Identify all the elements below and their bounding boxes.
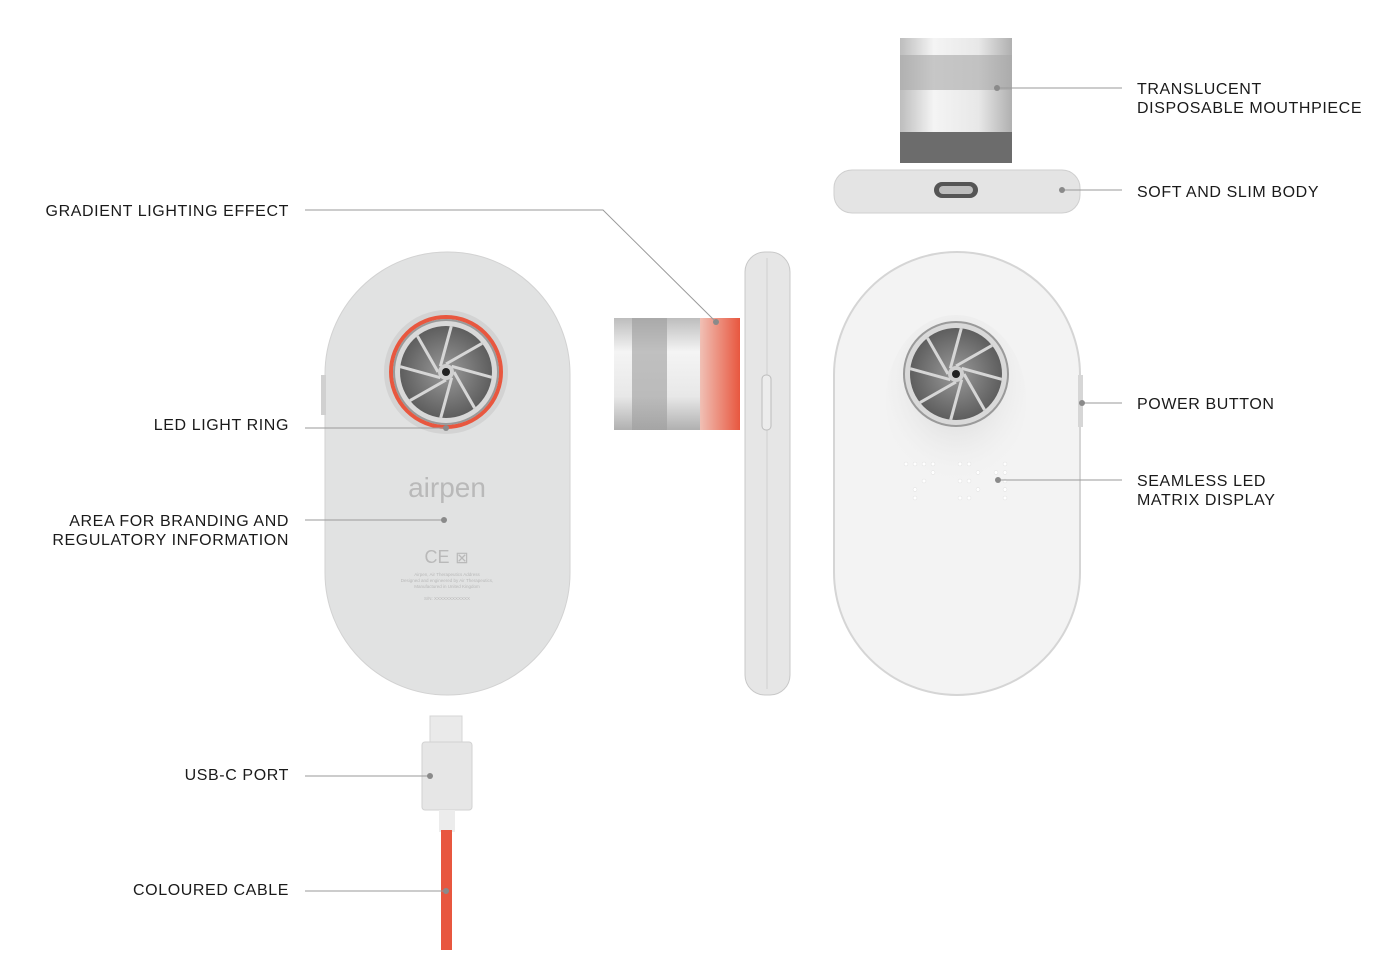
label-led-matrix-line2: MATRIX DISPLAY (1137, 492, 1276, 509)
led-dot (1002, 470, 1008, 475)
led-dot (966, 495, 972, 501)
fan-blade (961, 366, 1003, 381)
led-dot (912, 461, 918, 467)
led-dot (966, 478, 972, 484)
fan-blade (919, 380, 957, 404)
label-mouthpiece-line2: DISPOSABLE MOUTHPIECE (1137, 100, 1362, 117)
fan-icon (903, 321, 1009, 427)
led-dot (1002, 495, 1008, 501)
fan-icon (393, 319, 499, 425)
top-view-device (833, 38, 1081, 214)
gradient-lighting (700, 318, 740, 430)
label-usb-port: USB-C PORT (185, 767, 289, 784)
label-branding-line2: REGULATORY INFORMATION (52, 532, 289, 549)
ce-mark: CE (424, 547, 449, 567)
led-dot (957, 478, 963, 484)
fan-blade (439, 377, 454, 419)
fan-blade (399, 365, 441, 380)
led-dot (975, 470, 981, 475)
leader-lines (305, 85, 1122, 894)
led-dot (921, 478, 927, 484)
led-dot (912, 495, 918, 501)
serial-number: S/N: XXXXXXXXXXXX (424, 596, 470, 601)
label-led-ring: LED LIGHT RING (154, 417, 289, 434)
device-back-view: airpen CE ⊠ Airpen, Air Therapeutics Add… (321, 251, 571, 696)
fan-blade (438, 325, 453, 367)
led-dot (975, 487, 981, 492)
led-dot (957, 495, 963, 501)
led-dot (912, 487, 918, 492)
device-front-view (833, 251, 1083, 696)
led-dot (930, 461, 936, 467)
fan-blade (962, 373, 986, 411)
led-dot (930, 470, 936, 475)
label-cable: COLOURED CABLE (133, 882, 289, 899)
label-power-button: POWER BUTTON (1137, 396, 1275, 413)
led-matrix-display (903, 461, 1008, 501)
fine-print: Airpen, Air Therapeutics Address (414, 572, 480, 577)
fan-blade (926, 337, 950, 375)
led-dot (957, 461, 963, 467)
led-dot (903, 461, 909, 467)
led-dot (993, 470, 999, 475)
weee-icon: ⊠ (455, 550, 468, 567)
side-power-button (761, 374, 772, 431)
label-branding-line1: AREA FOR BRANDING AND (69, 513, 289, 530)
fine-print: Manufactured in United Kingdom (414, 584, 480, 589)
fan-blade (949, 379, 964, 421)
led-dot (966, 461, 972, 467)
led-dot (1002, 461, 1008, 467)
brand-logo: airpen (408, 472, 486, 503)
fan-blade (909, 367, 951, 382)
fan-blade (409, 378, 447, 402)
fan-blade (955, 344, 993, 368)
fan-blade (948, 327, 963, 369)
fine-print: Designed and engineered by Air Therapeut… (401, 578, 493, 583)
label-mouthpiece-line1: TRANSLUCENT (1137, 81, 1262, 98)
label-gradient-lighting: GRADIENT LIGHTING EFFECT (46, 203, 289, 220)
led-dot (921, 461, 927, 467)
led-dot (1002, 487, 1008, 492)
label-led-matrix-line1: SEAMLESS LED (1137, 473, 1266, 490)
fan-blade (416, 335, 440, 373)
fan-blade (451, 364, 493, 379)
fan-blade (445, 342, 483, 366)
device-side-view (614, 251, 791, 696)
fan-blade (452, 371, 476, 409)
usb-c-cable (421, 715, 473, 950)
label-body: SOFT AND SLIM BODY (1137, 184, 1319, 201)
